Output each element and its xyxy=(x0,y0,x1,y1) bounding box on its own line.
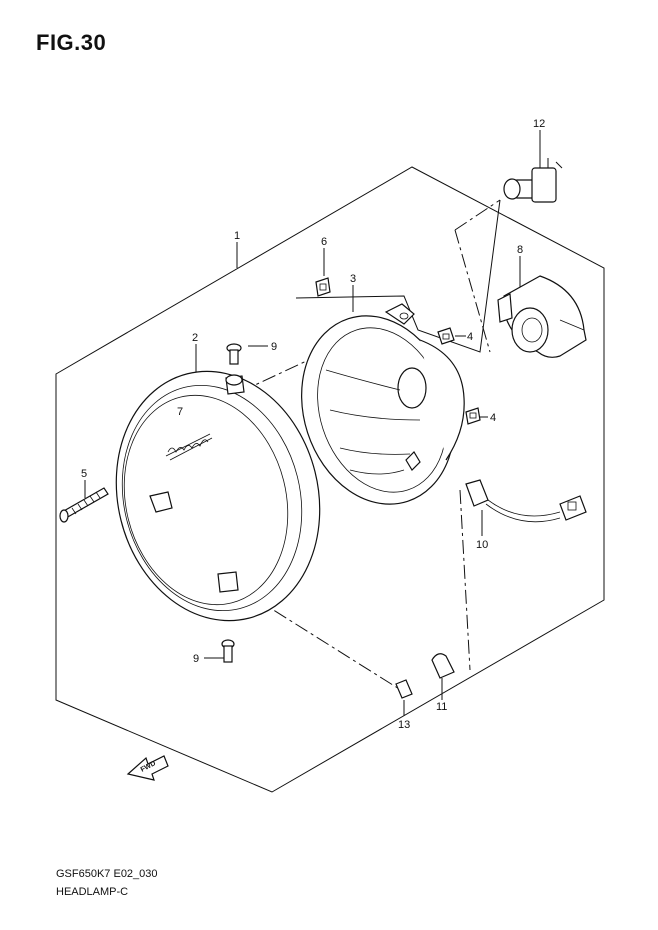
small-screw-icon xyxy=(395,679,413,699)
reflector-group-boundary xyxy=(295,199,501,353)
callout-4b: 4 xyxy=(490,412,496,424)
callout-5: 5 xyxy=(81,468,87,480)
position-lamp-bulb-icon xyxy=(431,653,455,679)
figure-title: FIG.30 xyxy=(36,30,107,55)
headlight-bulb-icon xyxy=(503,158,563,203)
callout-6: 6 xyxy=(321,236,327,248)
callout-labels: 1 2 3 4 4 5 6 7 8 9 9 10 11 12 13 xyxy=(81,118,545,731)
clip-nut-icon xyxy=(315,277,331,297)
adjusting-screw-icon xyxy=(59,487,109,523)
bulb-cover-boot-icon xyxy=(497,275,587,358)
callout-8: 8 xyxy=(517,244,523,256)
callout-4a: 4 xyxy=(467,331,473,343)
mounting-screw-lower-icon xyxy=(221,639,235,663)
callout-2: 2 xyxy=(192,332,198,344)
callout-13: 13 xyxy=(398,719,410,731)
callout-7: 7 xyxy=(177,406,183,418)
position-lamp-socket-wire-icon xyxy=(465,479,587,523)
callout-12: 12 xyxy=(533,118,545,130)
callout-10: 10 xyxy=(476,539,488,551)
clip-nut-upper-icon xyxy=(437,327,455,345)
forward-direction-arrow-icon: FWD xyxy=(126,755,169,781)
callout-3: 3 xyxy=(350,273,356,285)
callout-9b: 9 xyxy=(193,653,199,665)
headlamp-reflector-unit-icon xyxy=(301,303,465,505)
clip-nut-lower-icon xyxy=(465,407,481,425)
adjusting-spring-icon xyxy=(165,433,213,461)
callout-11: 11 xyxy=(436,701,447,713)
section-name: HEADLAMP-C xyxy=(56,886,129,898)
model-code: GSF650K7 E02_030 xyxy=(56,868,158,880)
callout-9a: 9 xyxy=(271,341,277,353)
assembly-boundary xyxy=(55,166,605,793)
callout-1: 1 xyxy=(234,230,240,242)
mounting-screw-upper-icon xyxy=(225,343,243,386)
